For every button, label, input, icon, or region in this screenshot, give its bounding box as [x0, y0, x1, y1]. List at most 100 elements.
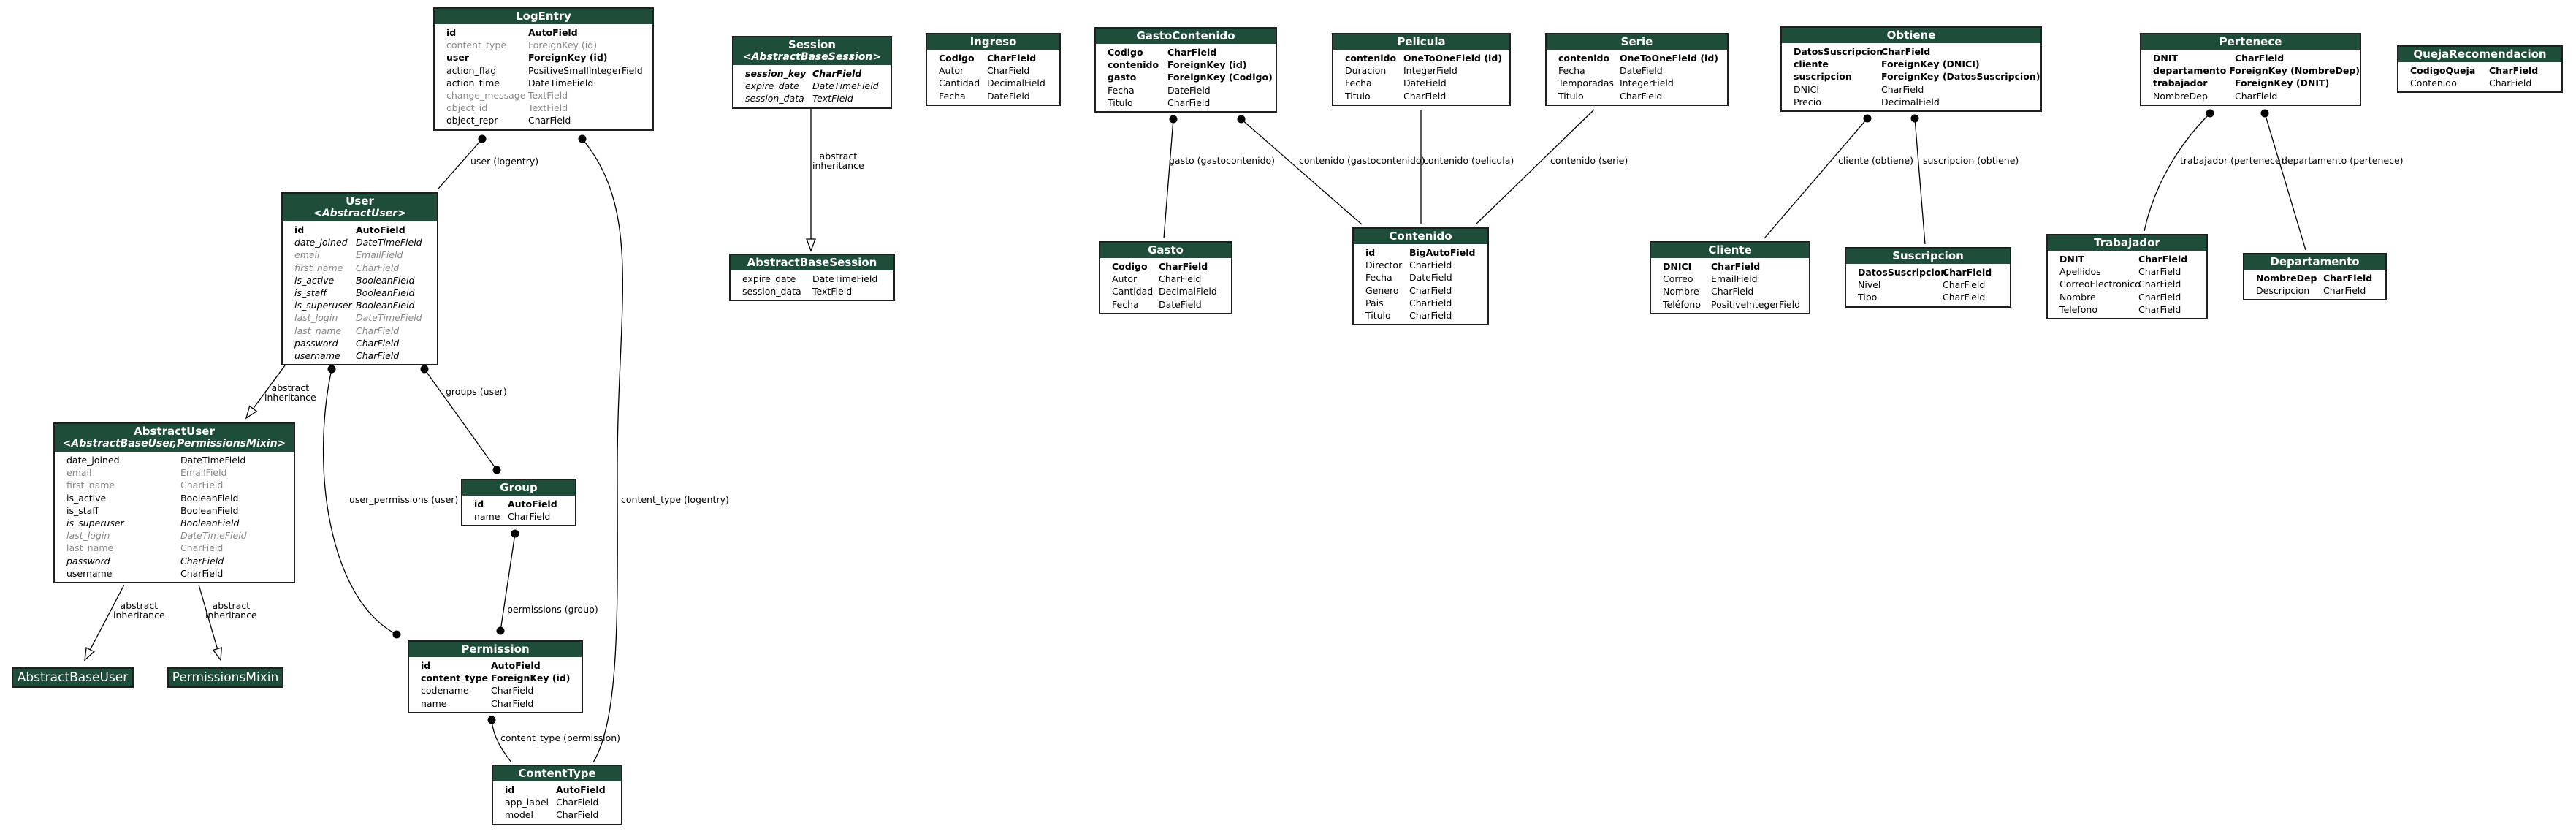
field-row: Nombre CharField [2048, 291, 2206, 303]
edge-contenido-serie [1475, 109, 1595, 225]
table-parent-class: <AbstractUser> [313, 208, 406, 219]
table-title: Cliente [1708, 243, 1752, 257]
field-name: username [66, 567, 113, 579]
field-type: CharField [356, 350, 400, 362]
field-name: codename [421, 685, 469, 697]
edge-user-permissions [323, 368, 397, 635]
table-title: Session [788, 38, 836, 51]
table-header: Cliente [1651, 243, 1809, 258]
field-type: CharField [1943, 267, 1992, 278]
field-type: CharField [812, 68, 862, 79]
table-header: Pertenece [2141, 34, 2360, 50]
field-type: CharField [2138, 291, 2181, 303]
field-name: is_active [66, 492, 107, 504]
edge-contenido-gastocontenido [1241, 118, 1363, 225]
field-type: CharField [2489, 65, 2539, 76]
field-row: username CharField [283, 349, 437, 362]
edge-end-dot [420, 365, 429, 374]
field-type: CharField [2489, 77, 2532, 89]
field-type: DateField [1403, 77, 1447, 89]
field-type: DateTimeField [812, 80, 879, 92]
field-name: suscripcion [1794, 71, 1852, 83]
edge-content-type-logentry [582, 138, 623, 763]
table-header: AbstractBaseSession [731, 255, 893, 270]
field-name: session_data [742, 286, 801, 297]
field-type: CharField [1409, 259, 1452, 271]
field-name: CodigoQueja [2410, 65, 2476, 76]
field-name: id [446, 27, 457, 38]
edge-end-dot [1910, 114, 1919, 123]
field-name: Telefono [2059, 303, 2097, 315]
field-type: IntegerField [1620, 77, 1674, 89]
field-name: contenido [1108, 59, 1159, 71]
table-title: AbstractUser [134, 425, 215, 438]
field-type: DecimalField [1881, 96, 1940, 107]
edge-user-logentry [438, 138, 483, 189]
field-name: Precio [1794, 96, 1821, 107]
field-row: CodigoQueja CharField [2398, 64, 2561, 77]
table-header: Permission [409, 642, 582, 657]
field-type: DecimalField [987, 77, 1045, 89]
field-type: DateTimeField [528, 77, 594, 88]
table-header: LogEntry [435, 9, 652, 24]
table-title: Serie [1620, 35, 1653, 48]
field-name: session_key [745, 68, 807, 79]
field-name: Fecha [1365, 272, 1392, 284]
field-type: CharField [1167, 96, 1211, 108]
field-name: DatosSuscripcion [1794, 46, 1883, 57]
edge-content-type-permission [491, 719, 512, 763]
field-type: CharField [180, 542, 224, 554]
field-name: username [294, 350, 340, 362]
edge-end-dot [1237, 115, 1246, 124]
field-type: ForeignKey (id) [491, 672, 571, 684]
table-header: Obtiene [1782, 28, 2040, 43]
edge-end-dot [327, 365, 336, 374]
field-type: OneToOneField (id) [1620, 53, 1719, 64]
field-name: Nombre [2059, 291, 2096, 303]
field-name: session_data [745, 93, 804, 105]
field-name: date_joined [66, 455, 120, 466]
field-row: session_key CharField [733, 67, 891, 80]
field-name: Pais [1365, 297, 1384, 308]
table-title: Departamento [2270, 255, 2360, 268]
field-type: DateField [1167, 84, 1211, 96]
field-name: last_login [66, 530, 110, 542]
field-name: name [421, 697, 447, 709]
edge-label-permissions-group: permissions (group) [507, 604, 598, 615]
field-type: CharField [556, 809, 599, 821]
field-type: CharField [1403, 90, 1447, 102]
field-name: app_label [505, 797, 549, 808]
edge-abstractuser-abstractbaseuser [84, 584, 125, 661]
